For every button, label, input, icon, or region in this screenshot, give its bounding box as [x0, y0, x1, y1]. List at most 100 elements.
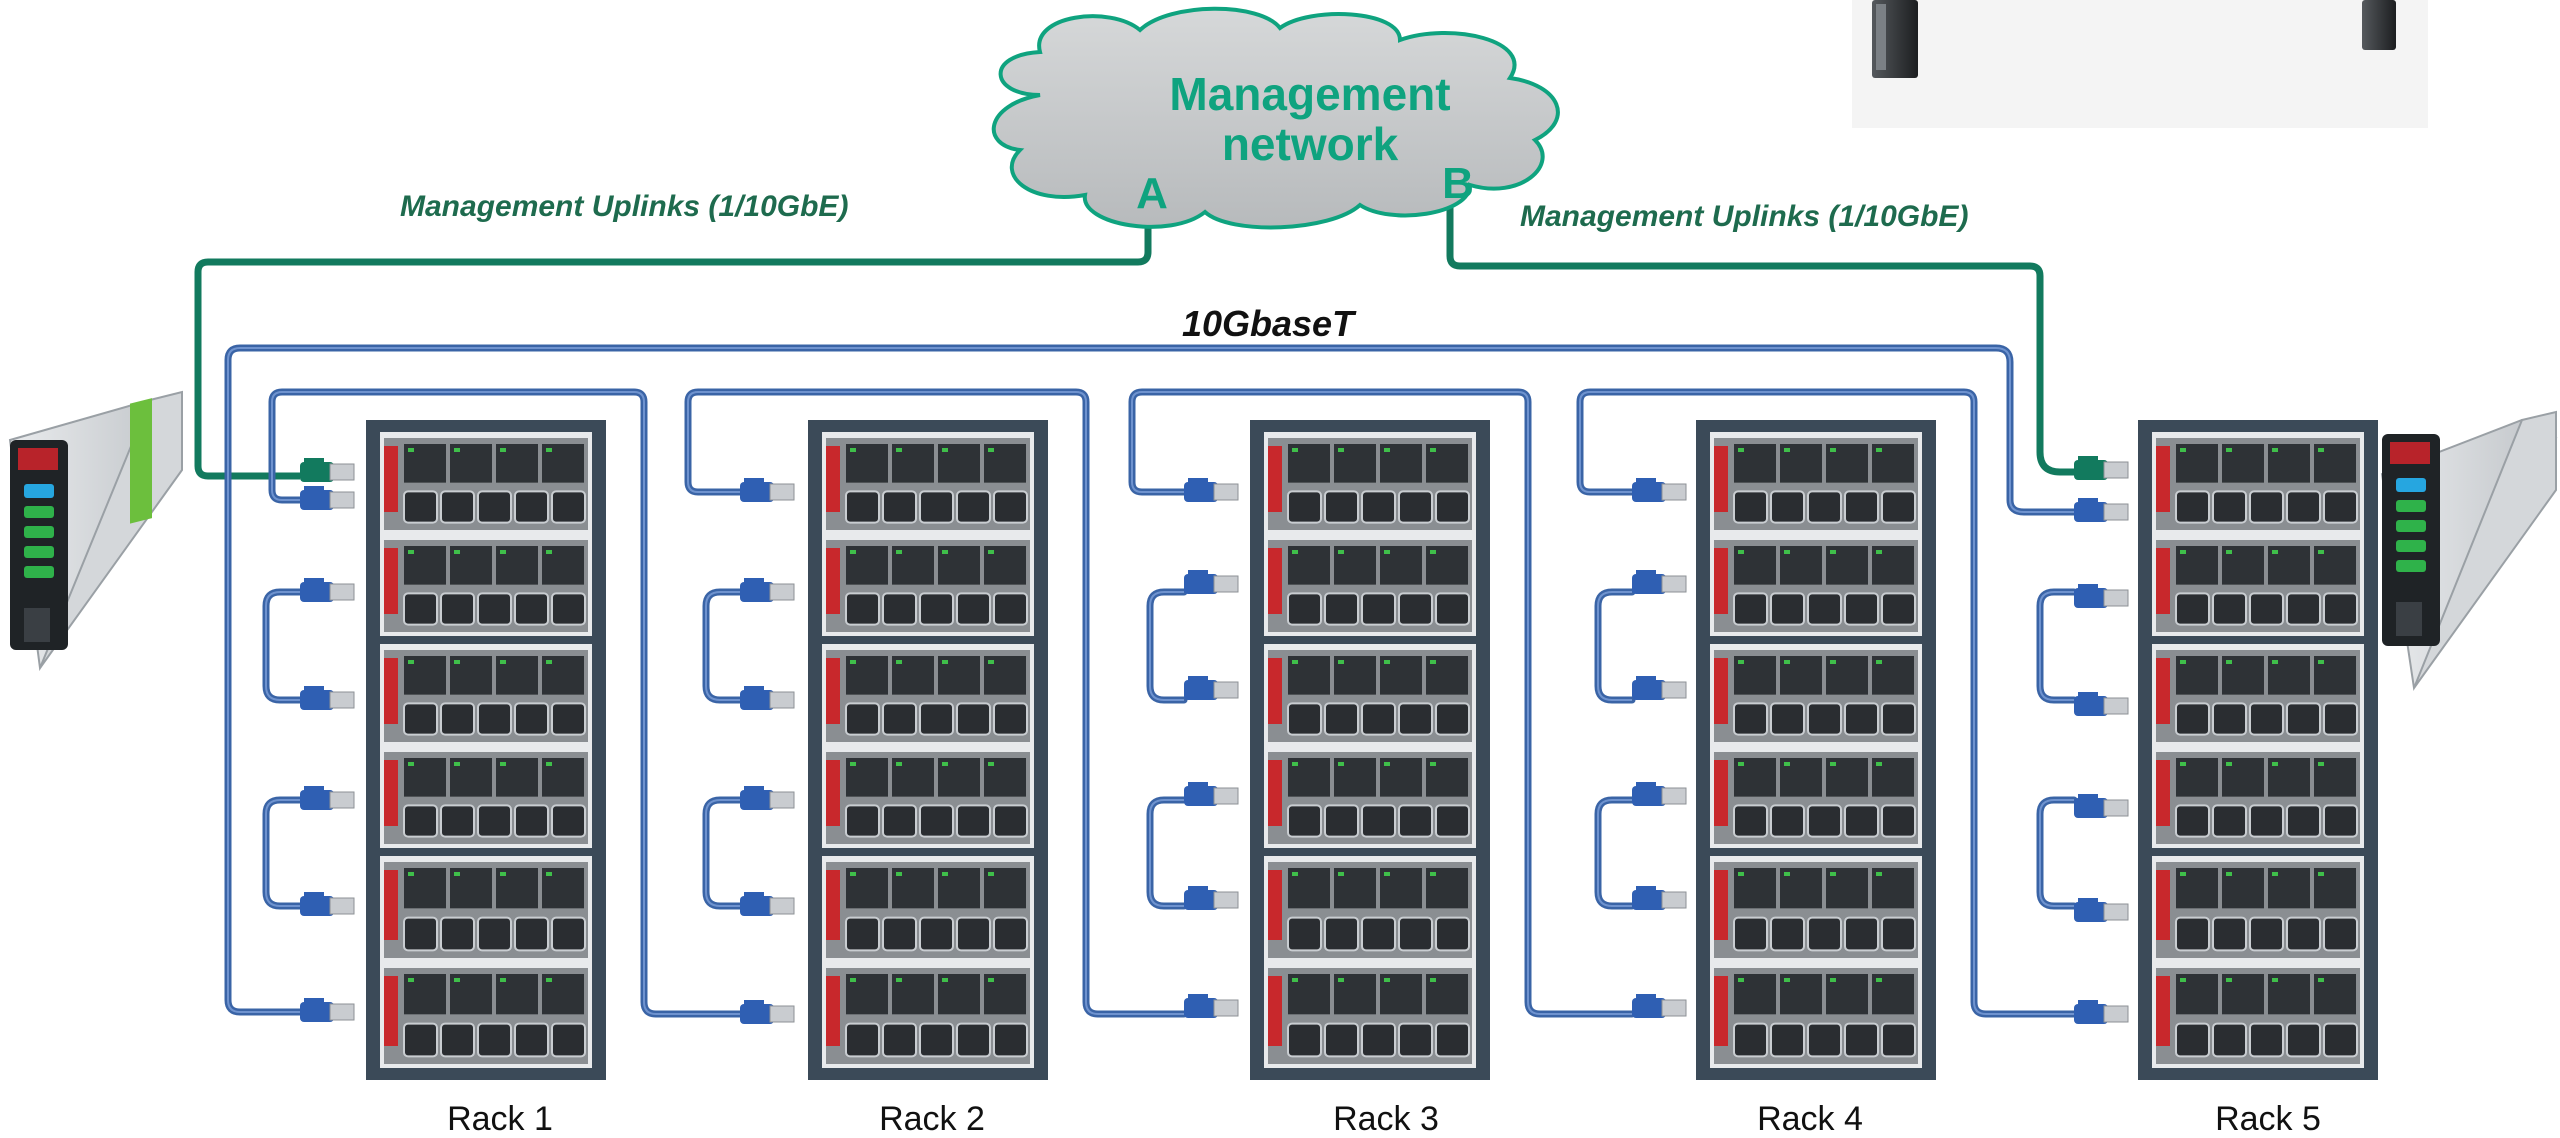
enclosure-chassis: [1714, 968, 1918, 1064]
rack-1-chain-cable-2: [262, 796, 304, 910]
rack-3: [1250, 420, 1490, 1080]
rack-4-chain-cable-1: [1594, 588, 1636, 704]
rack-2: [808, 420, 1048, 1080]
cloud-title-line2: network: [1222, 118, 1399, 170]
enclosure-chassis: [1268, 650, 1472, 742]
rack-4: [1696, 420, 1936, 1080]
rack-5-port-1: [2074, 498, 2129, 522]
rack-5-port-4: [2074, 794, 2129, 818]
rack-2-port-5: [740, 892, 795, 916]
uplink-cable-b: [1446, 200, 2076, 476]
rack-3-port-3: [1184, 676, 1239, 700]
product-photo-inset: [1852, 0, 2428, 128]
rack-1-port-5: [300, 892, 355, 916]
rack-label-1: Rack 1: [447, 1100, 553, 1138]
rack-2-port-6: [740, 1000, 795, 1024]
rack-4-port-1: [1632, 478, 1687, 502]
enclosure-chassis: [384, 968, 588, 1064]
enclosure-chassis: [1268, 540, 1472, 632]
rack-label-2: Rack 2: [879, 1100, 985, 1138]
rack-3-port-4: [1184, 782, 1239, 806]
cloud-title-line1: Management: [1169, 68, 1450, 120]
management-module-left: [8, 390, 183, 672]
enclosure-chassis: [384, 752, 588, 844]
rack-labels: Rack 1 Rack 2 Rack 3 Rack 4 Rack 5: [447, 1100, 2321, 1138]
enclosure-chassis: [1714, 438, 1918, 530]
enclosure-chassis: [1714, 540, 1918, 632]
management-uplink-cables: [194, 200, 2076, 480]
rack-5-port-2: [2074, 584, 2129, 608]
rack-5: [2138, 420, 2378, 1080]
rack-1-port-1: [300, 486, 355, 510]
rack-1-chain-cable-1: [262, 588, 304, 704]
enclosure-chassis: [384, 650, 588, 742]
enclosure-chassis: [2156, 540, 2360, 632]
enclosure-chassis: [826, 752, 1030, 844]
rack-5-port-6: [2074, 1000, 2129, 1024]
enclosure-chassis: [2156, 752, 2360, 844]
rack-1-port-4: [300, 786, 355, 810]
rack-3-chain-cable-1: [1146, 588, 1188, 704]
rack-label-5: Rack 5: [2215, 1100, 2321, 1138]
enclosure-chassis: [1714, 650, 1918, 742]
uplink-port-b-label: B: [1442, 159, 1474, 208]
enclosure-chassis: [1268, 438, 1472, 530]
uplink-port-a-label: A: [1136, 169, 1168, 218]
enclosure-chassis: [826, 862, 1030, 958]
racks-layer: [366, 420, 2378, 1080]
rack-4-port-2: [1632, 570, 1687, 594]
uplink-cable-a: [194, 220, 1152, 480]
rack-3-port-5: [1184, 886, 1239, 910]
rack-1-port-2: [300, 578, 355, 602]
rack-5-port-3: [2074, 692, 2129, 716]
enclosure-chassis: [2156, 438, 2360, 530]
enclosure-chassis: [826, 438, 1030, 530]
management-network-cloud: Management network A B: [991, 6, 1560, 230]
enclosure-chassis: [2156, 862, 2360, 958]
ring-cable-label: 10GbaseT: [1182, 303, 1357, 344]
connectors-layer: [300, 456, 2129, 1024]
enclosure-chassis: [384, 438, 588, 530]
enclosure-chassis: [384, 540, 588, 632]
uplink-connector-a: [300, 458, 355, 482]
rack-label-4: Rack 4: [1757, 1100, 1863, 1138]
uplink-label-left: Management Uplinks (1/10GbE): [400, 190, 848, 223]
rack-label-3: Rack 3: [1333, 1100, 1439, 1138]
rack-5-port-5: [2074, 898, 2129, 922]
rack-4-chain-cable-2: [1594, 796, 1636, 910]
uplink-label-right: Management Uplinks (1/10GbE): [1520, 200, 1968, 233]
rack-4-port-3: [1632, 676, 1687, 700]
rack-3-port-6: [1184, 994, 1239, 1018]
rack-3-port-1: [1184, 478, 1239, 502]
enclosure-chassis: [1714, 862, 1918, 958]
rack-2-port-3: [740, 686, 795, 710]
enclosure-chassis: [2156, 650, 2360, 742]
enclosure-chassis: [384, 862, 588, 958]
rack-4-port-5: [1632, 886, 1687, 910]
rack-4-port-4: [1632, 782, 1687, 806]
enclosure-chassis: [1268, 862, 1472, 958]
rack-1-port-3: [300, 686, 355, 710]
enclosure-chassis: [826, 650, 1030, 742]
enclosure-chassis: [826, 968, 1030, 1064]
rack-4-port-6: [1632, 994, 1687, 1018]
rack-3-chain-cable-2: [1146, 796, 1188, 910]
blue-cable-layer: [224, 344, 2082, 1018]
management-module-right: [2380, 410, 2558, 692]
enclosure-chassis: [2156, 968, 2360, 1064]
rack-2-port-1: [740, 478, 795, 502]
uplink-connector-b: [2074, 456, 2129, 480]
rack-5-chain-cable-2: [2036, 796, 2078, 910]
rack-5-chain-cable-1: [2036, 588, 2078, 704]
enclosure-chassis: [1268, 968, 1472, 1064]
rack-1: [366, 420, 606, 1080]
rack-2-chain-cable-2: [702, 796, 744, 910]
rack-1-port-6: [300, 998, 355, 1022]
enclosure-chassis: [1714, 752, 1918, 844]
rack-2-chain-cable-1: [702, 588, 744, 704]
rack-2-port-4: [740, 786, 795, 810]
rack-3-port-2: [1184, 570, 1239, 594]
enclosure-chassis: [1268, 752, 1472, 844]
enclosure-chassis: [826, 540, 1030, 632]
